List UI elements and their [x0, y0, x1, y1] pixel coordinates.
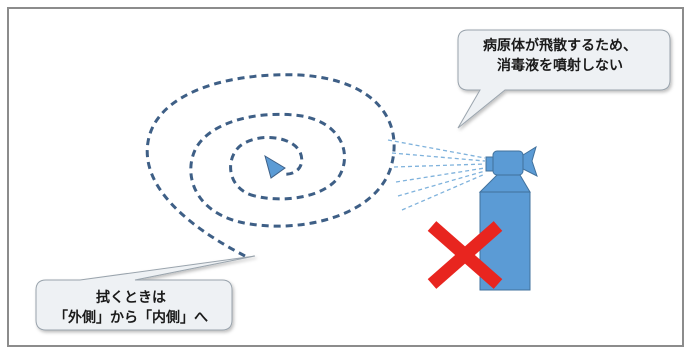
- spiral-arrow-icon: [145, 73, 396, 258]
- callout-spray-warning: [457, 29, 671, 129]
- spray-warning-line1: 病原体が飛散するため、: [483, 38, 637, 54]
- spray-warning-line2: 消毒液を噴射しない: [497, 58, 623, 74]
- red-cross-icon: [427, 221, 503, 289]
- spray-lines: [387, 139, 486, 211]
- spray-can-nozzle-trigger: [522, 145, 538, 177]
- spiral-arrowhead-icon: [264, 154, 286, 179]
- wipe-direction-line1: 拭くときは: [96, 290, 166, 306]
- wipe-direction-text: 拭くときは 「外側」から「内側」へ: [33, 288, 229, 328]
- spray-warning-text: 病原体が飛散するため、 消毒液を噴射しない: [455, 36, 665, 76]
- callout-wipe-direction: [35, 255, 256, 331]
- spray-can-head: [492, 150, 524, 176]
- spiral-outer-ring: [145, 73, 396, 258]
- spiral-inner-ring: [229, 135, 304, 198]
- spray-can-shoulder: [478, 174, 531, 193]
- wipe-direction-line2: 「外側」から「内側」へ: [54, 310, 208, 326]
